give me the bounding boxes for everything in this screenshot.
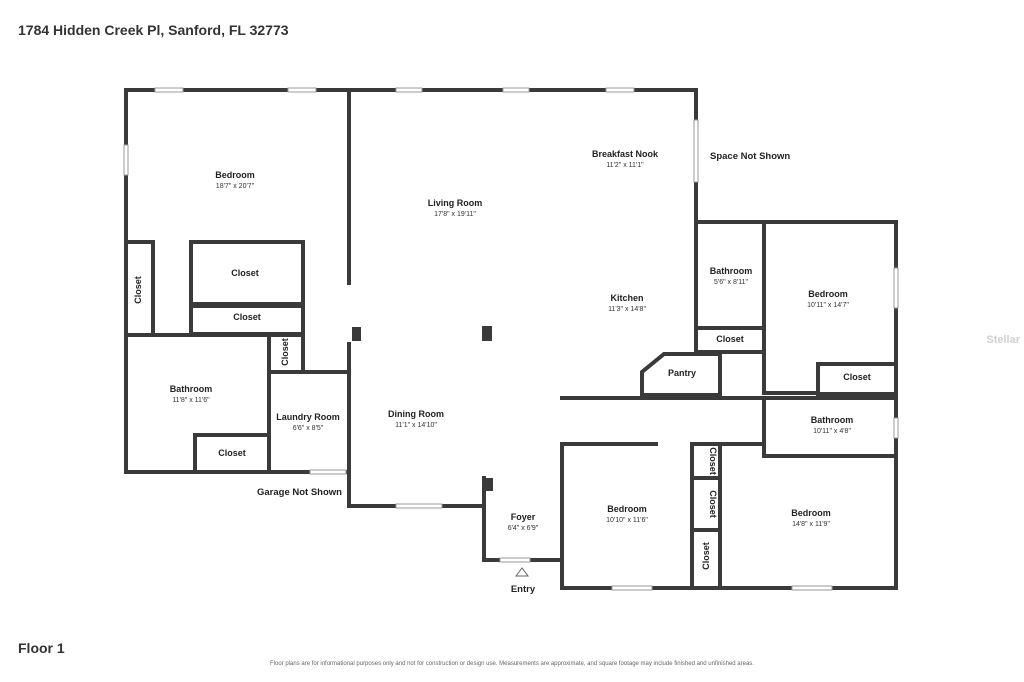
entry-label: Entry xyxy=(511,584,536,595)
room-name: Bedroom xyxy=(607,504,647,514)
room-dimensions: 5'6" x 8'11" xyxy=(714,279,748,286)
room-dimensions: 17'8" x 19'11" xyxy=(434,211,476,218)
room-name: Closet xyxy=(843,372,871,382)
room-dimensions: 6'6" x 8'5" xyxy=(293,425,324,432)
room-dimensions: 10'11" x 4'8" xyxy=(813,428,851,435)
room-dimensions: 10'10" x 11'6" xyxy=(606,517,648,524)
room-dimensions: 18'7" x 20'7" xyxy=(216,183,255,190)
room-dimensions: 11'8" x 11'6" xyxy=(172,397,210,404)
watermark: Stellar xyxy=(986,334,1020,346)
walls xyxy=(124,88,898,590)
disclaimer: Floor plans are for informational purpos… xyxy=(270,661,754,667)
room-name: Closet xyxy=(708,490,718,518)
room-name: Bathroom xyxy=(170,384,213,394)
room-name: Closet xyxy=(133,276,143,304)
room-name: Closet xyxy=(708,447,718,475)
room-name: Closet xyxy=(218,448,246,458)
room-name: Closet xyxy=(231,268,259,278)
room-dimensions: 6'4" x 6'9" xyxy=(508,525,539,532)
room-name: Pantry xyxy=(668,368,696,378)
room-name: Laundry Room xyxy=(276,412,340,422)
room-dimensions: 14'8" x 11'9" xyxy=(792,521,830,528)
room-name: Bedroom xyxy=(791,508,831,518)
room-name: Bedroom xyxy=(808,289,848,299)
room-dimensions: 11'2" x 11'1" xyxy=(606,162,644,169)
room-name: Closet xyxy=(716,334,744,344)
room-name: Living Room xyxy=(428,198,483,208)
room-name: Foyer xyxy=(511,512,536,522)
floor-label: Floor 1 xyxy=(18,640,65,656)
plan-notes: Space Not Shown Garage Not Shown Entry xyxy=(257,151,790,595)
room-name: Kitchen xyxy=(610,293,643,303)
windows xyxy=(123,87,899,591)
room-name: Bedroom xyxy=(215,170,255,180)
room-dimensions: 11'3" x 14'8" xyxy=(608,306,646,313)
property-address: 1784 Hidden Creek Pl, Sanford, FL 32773 xyxy=(18,22,289,38)
space-not-shown-note: Space Not Shown xyxy=(710,151,790,162)
room-name: Closet xyxy=(701,542,711,570)
garage-not-shown-note: Garage Not Shown xyxy=(257,487,342,498)
room-name: Bathroom xyxy=(811,415,854,425)
room-dimensions: 11'1" x 14'10" xyxy=(395,422,437,429)
room-name: Bathroom xyxy=(710,266,753,276)
room-name: Closet xyxy=(233,312,261,322)
room-name: Dining Room xyxy=(388,409,444,419)
room-labels: Bedroom 18'7" x 20'7" Living Room 17'8" … xyxy=(133,149,871,570)
room-name: Breakfast Nook xyxy=(592,149,659,159)
room-dimensions: 10'11" x 14'7" xyxy=(807,302,849,309)
room-name: Closet xyxy=(280,338,290,366)
entry-arrow-icon xyxy=(515,567,529,577)
